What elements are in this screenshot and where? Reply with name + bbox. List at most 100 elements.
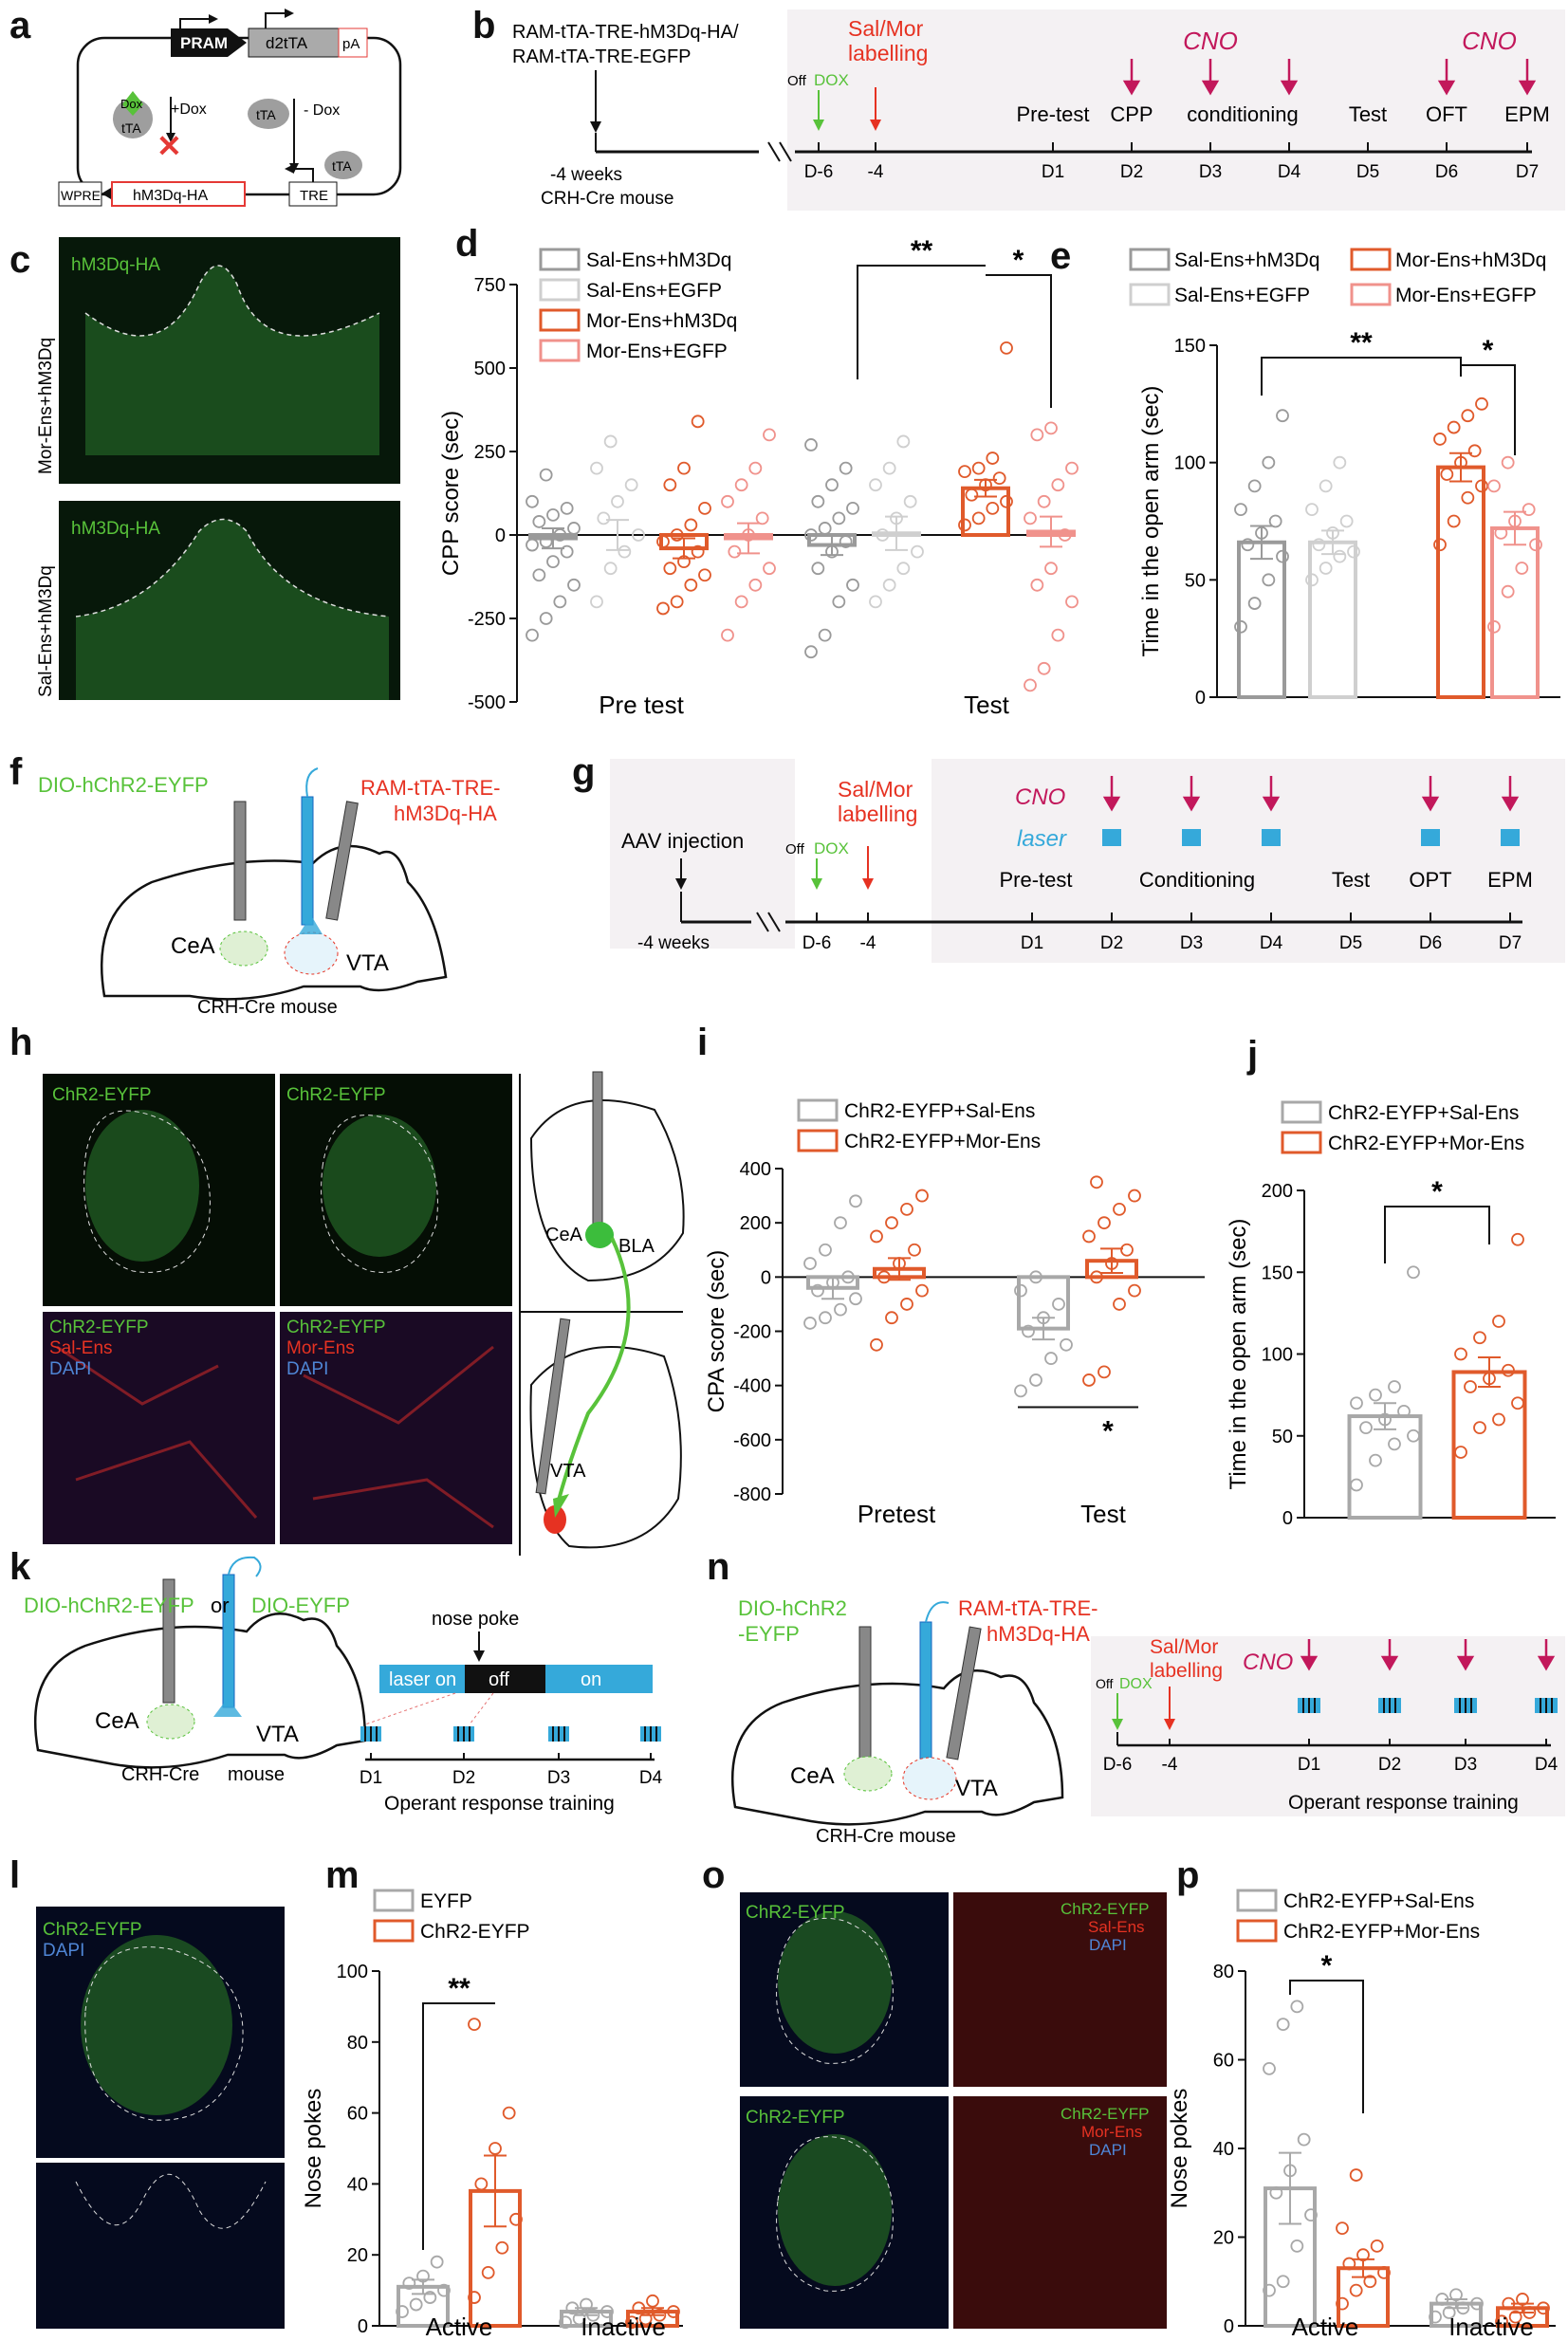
svg-text:on: on — [581, 1669, 601, 1690]
svg-text:EYFP: EYFP — [420, 1890, 472, 1912]
svg-text:ChR2-EYFP: ChR2-EYFP — [52, 1085, 152, 1105]
svg-text:d2tTA: d2tTA — [266, 34, 308, 52]
data-point — [1098, 1216, 1111, 1230]
data-point — [1483, 1372, 1496, 1386]
data-point — [423, 2291, 437, 2304]
y-tick-label: 150 — [1262, 1263, 1293, 1283]
data-point — [590, 461, 603, 475]
data-point — [986, 452, 1000, 465]
svg-text:ChR2-EYFP+Mor-Ens: ChR2-EYFP+Mor-Ens — [844, 1131, 1041, 1152]
data-point — [755, 511, 769, 525]
panel-letter-k: k — [9, 1546, 31, 1588]
data-point — [684, 518, 698, 532]
data-point — [1024, 678, 1037, 692]
data-point — [1234, 503, 1247, 517]
data-point — [1475, 479, 1488, 493]
svg-text:DOX: DOX — [814, 71, 849, 89]
svg-text:D6: D6 — [1435, 162, 1458, 182]
data-point — [1494, 525, 1508, 540]
legend-j: ChR2-EYFP+Sal-Ens ChR2-EYFP+Mor-Ens — [1281, 1100, 1524, 1154]
data-point — [691, 415, 705, 429]
svg-text:D4: D4 — [1260, 933, 1283, 953]
svg-text:RAM-tTA-TRE-: RAM-tTA-TRE- — [958, 1596, 1098, 1620]
data-point — [849, 1292, 862, 1306]
data-point — [1065, 461, 1079, 475]
svg-text:CRH-Cre mouse: CRH-Cre mouse — [197, 997, 338, 1018]
data-point — [396, 2305, 409, 2318]
data-point — [1370, 2239, 1384, 2253]
data-point — [539, 535, 553, 548]
data-point — [656, 601, 670, 616]
data-point — [1349, 2168, 1363, 2182]
data-point — [1290, 2239, 1304, 2253]
data-point — [908, 1243, 921, 1257]
panel-letter-m: m — [325, 1854, 360, 1896]
data-point — [603, 434, 618, 449]
data-point — [804, 438, 818, 452]
svg-text:D1: D1 — [1042, 162, 1064, 182]
svg-text:tTA: tTA — [332, 158, 352, 174]
data-point — [1263, 2061, 1276, 2075]
panel-a-construct: PRAM d2tTA pA Dox tTA +Dox ✕ tTA - Dox t… — [58, 9, 402, 207]
data-point — [1515, 562, 1529, 575]
data-point — [965, 488, 979, 502]
data-point — [971, 511, 986, 525]
svg-text:DOX: DOX — [814, 839, 849, 857]
data-point — [489, 2142, 502, 2155]
data-point — [839, 535, 853, 548]
y-tick-label: 500 — [474, 359, 506, 379]
data-point — [1454, 455, 1467, 470]
svg-text:Mor-Ens+EGFP: Mor-Ens+EGFP — [586, 341, 728, 362]
data-point — [1447, 514, 1461, 528]
y-axis-title: CPP score (sec) — [438, 411, 464, 576]
data-point — [1475, 396, 1488, 411]
data-point — [1255, 525, 1268, 540]
svg-text:ChR2-EYFP: ChR2-EYFP — [1061, 1900, 1150, 1918]
svg-text:labelling: labelling — [1150, 1660, 1223, 1682]
data-point — [900, 1202, 913, 1216]
data-point — [803, 1257, 817, 1270]
y-tick-label: 80 — [1213, 1962, 1234, 1982]
data-point — [832, 511, 846, 525]
sig-marker: * — [1321, 1950, 1333, 1982]
svg-text:D7: D7 — [1516, 162, 1539, 182]
data-point — [885, 1216, 898, 1230]
svg-text:CeA: CeA — [171, 933, 215, 959]
panel-g-timeline: Sal/Mor labelling AAV injection Off DOX … — [610, 759, 1565, 963]
data-point — [1492, 1315, 1505, 1328]
y-tick-label: 50 — [1185, 570, 1206, 591]
svg-text:ChR2-EYFP: ChR2-EYFP — [1061, 2105, 1150, 2123]
svg-text:D7: D7 — [1499, 933, 1522, 953]
data-point — [663, 562, 677, 576]
significance-bracket — [1384, 1206, 1490, 1263]
sig-marker: ** — [448, 1973, 470, 2004]
y-axis-title: Nose pokes — [1167, 2089, 1192, 2209]
sig-marker: ** — [911, 235, 933, 267]
data-point — [559, 2315, 572, 2330]
svg-text:Mor-Ens: Mor-Ens — [1081, 2123, 1142, 2141]
data-point — [590, 595, 603, 609]
data-point — [1262, 455, 1276, 470]
svg-text:DAPI: DAPI — [1089, 1936, 1127, 1954]
data-point — [1454, 1347, 1467, 1361]
svg-text:D2: D2 — [1100, 933, 1123, 953]
data-point — [1297, 2132, 1311, 2147]
svg-text:D1: D1 — [1021, 933, 1043, 953]
svg-text:CNO: CNO — [1015, 784, 1065, 810]
panel-letter-e: e — [1050, 235, 1071, 277]
data-point — [565, 2301, 580, 2315]
svg-text:Sal-Ens: Sal-Ens — [49, 1338, 113, 1358]
data-point — [893, 1257, 906, 1270]
svg-text:labelling: labelling — [838, 802, 917, 826]
panel-letter-p: p — [1176, 1854, 1199, 1896]
svg-text:Mor-Ens: Mor-Ens — [286, 1338, 355, 1358]
legend-m: EYFP ChR2-EYFP — [373, 1889, 530, 1943]
y-tick-label: 400 — [740, 1159, 771, 1180]
data-point — [402, 2276, 416, 2291]
y-tick-label: 0 — [1195, 688, 1206, 709]
data-point — [742, 528, 755, 542]
svg-text:Mor-Ens+hM3Dq: Mor-Ens+hM3Dq — [1395, 249, 1546, 271]
svg-text:Sal-Ens+EGFP: Sal-Ens+EGFP — [586, 280, 722, 302]
